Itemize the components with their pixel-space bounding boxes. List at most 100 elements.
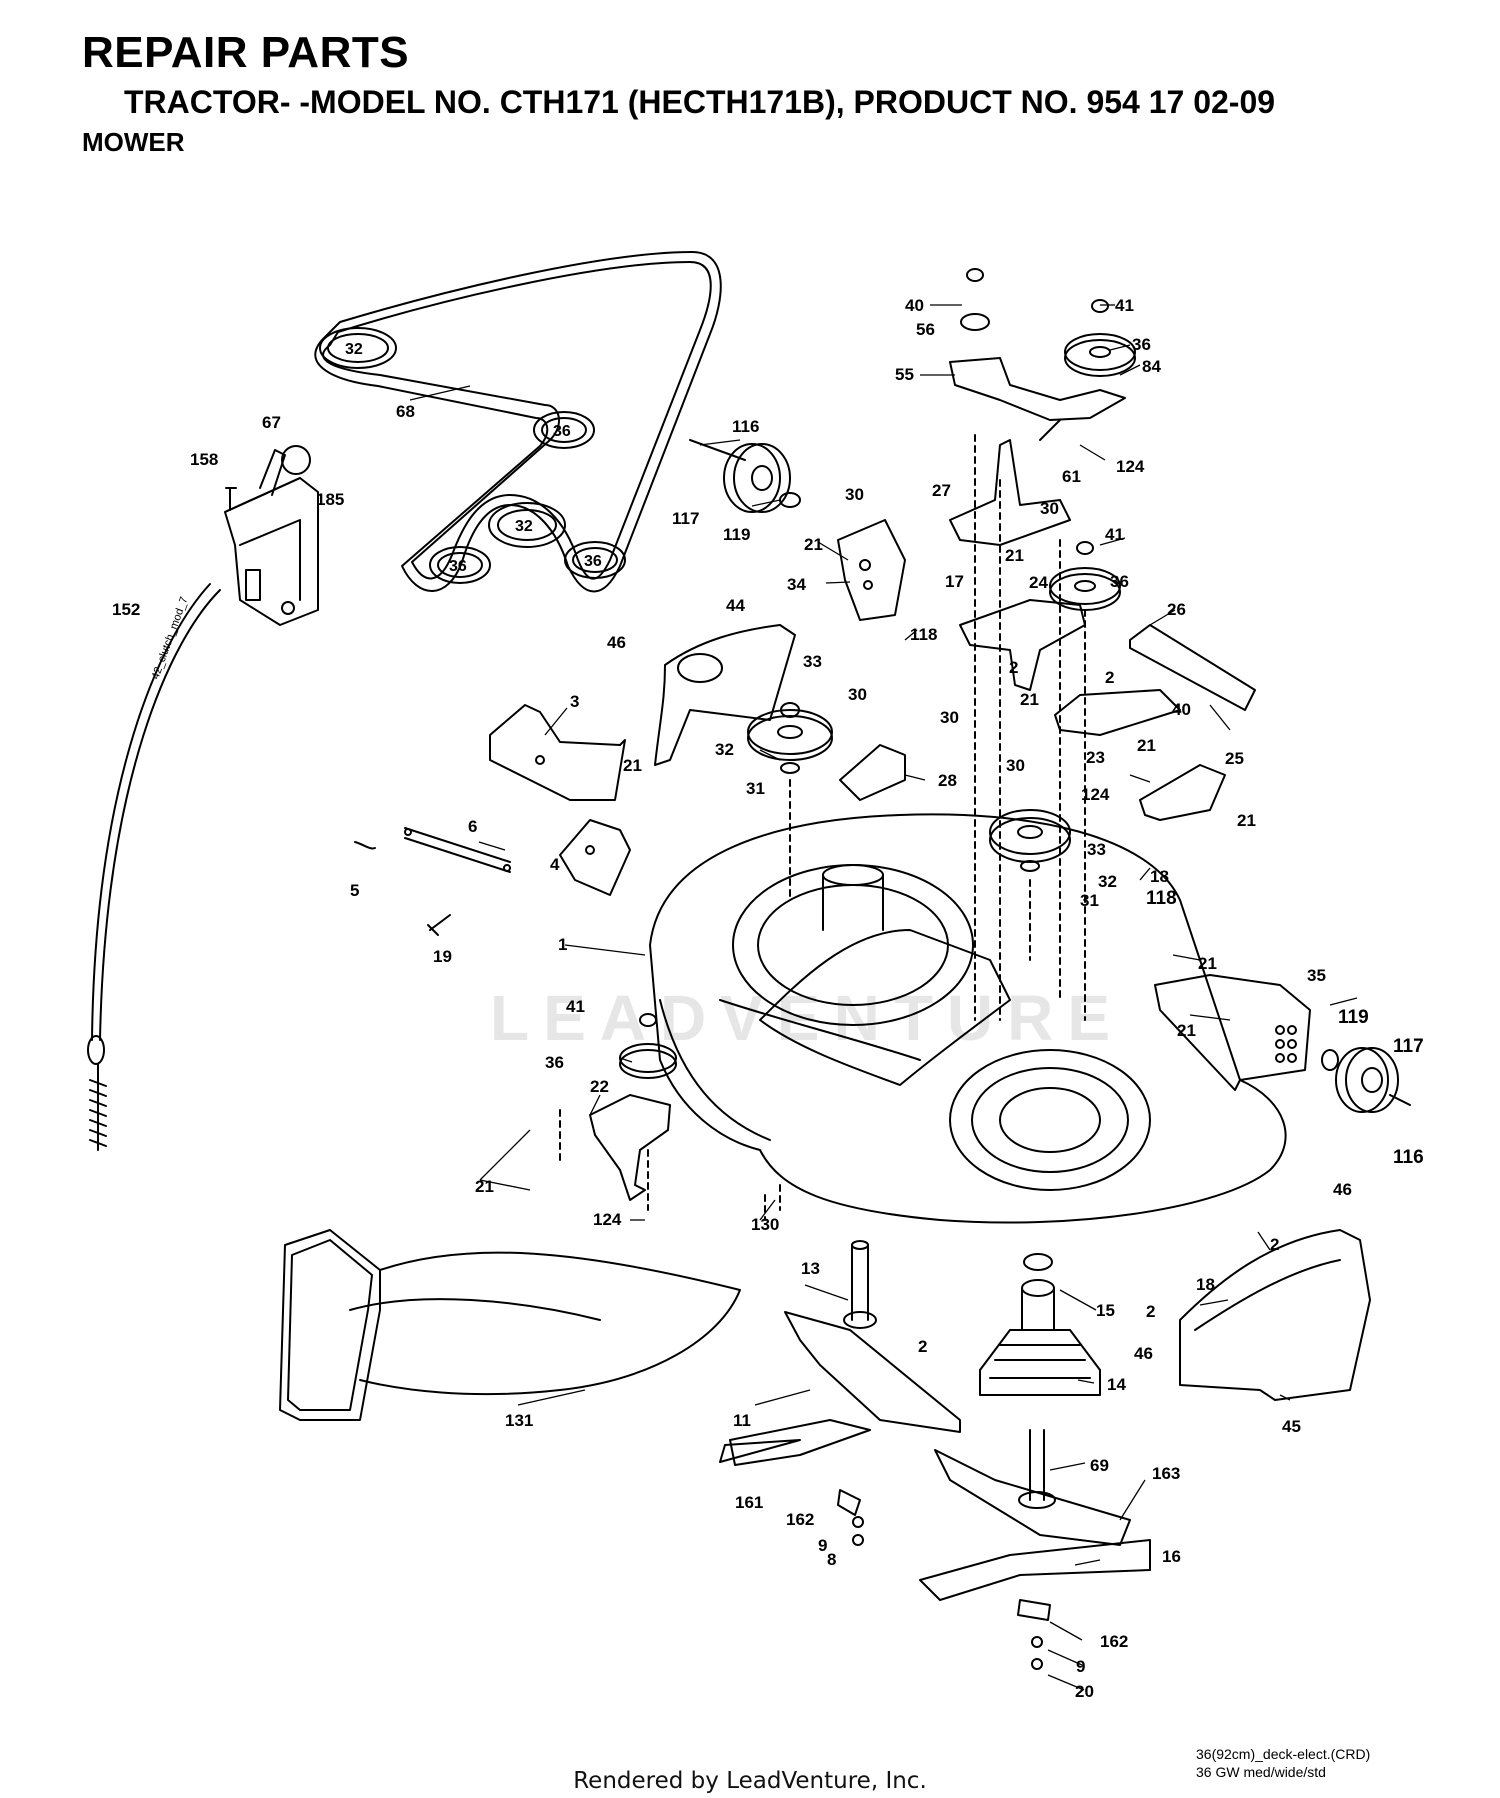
model-line: TRACTOR- -MODEL NO. CTH171 (HECTH171B), … [124, 84, 1276, 120]
clip-5 [354, 841, 376, 850]
pulley-36-top-right [1064, 333, 1136, 377]
spring-61 [1039, 419, 1061, 441]
ball-knob-67 [281, 445, 311, 475]
drawing-ref-line-1: 36(92cm)_deck-elect.(CRD) [1196, 1746, 1371, 1762]
callout: 31 [746, 779, 765, 798]
belt-pulley-labels: 32 36 32 36 36 [345, 341, 602, 575]
bracket-3 [489, 704, 626, 801]
callout: 13 [801, 1259, 820, 1278]
callout: 33 [803, 652, 822, 671]
belt-pulley-36-mid [533, 411, 595, 449]
callout: 30 [1040, 499, 1059, 518]
callout: 61 [1062, 467, 1081, 486]
callout: 25 [1225, 749, 1244, 768]
callout: 84 [1142, 357, 1161, 376]
callout: 4 [550, 855, 560, 874]
bolt-20 [1031, 1658, 1043, 1670]
shield-44 [654, 624, 796, 766]
drawing-reference: 36(92cm)_deck-elect.(CRD) 36 GW med/wide… [1196, 1745, 1370, 1781]
drawing-ref-line-2: 36 GW med/wide/std [1196, 1764, 1326, 1780]
callout: 40 [905, 296, 924, 315]
callout: 33 [1087, 840, 1106, 859]
callout: 46 [1333, 1180, 1352, 1199]
callout: 5 [350, 881, 359, 900]
callout: 1 [558, 935, 567, 954]
bearing-15 [1023, 1253, 1053, 1271]
page-title: REPAIR PARTS [82, 28, 410, 77]
callout: 116 [732, 417, 759, 436]
callout: 30 [845, 485, 864, 504]
callout: 21 [1177, 1021, 1196, 1040]
callout: 68 [396, 402, 415, 421]
belt-pulley-32-upper [319, 327, 397, 369]
bracket-26 [1129, 624, 1256, 711]
bracket-22 [589, 1094, 671, 1201]
callout: 27 [932, 481, 951, 500]
washer-31-right [1020, 860, 1040, 872]
callout: 2 [1146, 1302, 1155, 1321]
discharge-chute-131 [279, 1229, 741, 1421]
washer-31-left [780, 762, 800, 774]
blade-16 [919, 1539, 1151, 1601]
callout: 46 [607, 633, 626, 652]
axis-lines-front [559, 1109, 781, 1221]
callout: 131 [505, 1411, 533, 1430]
callout: 21 [623, 756, 642, 775]
gauge-wheel-117-left [689, 439, 791, 513]
callout: 124 [1081, 785, 1110, 804]
callout: 152 [112, 600, 140, 619]
bolt-19 [427, 914, 451, 936]
callout: 21 [804, 535, 823, 554]
callout: 9 [818, 1536, 827, 1555]
pulley-label: 36 [449, 558, 467, 575]
callout: 2 [1105, 668, 1114, 687]
callout: 46 [1134, 1344, 1153, 1363]
callout: 36 [1110, 572, 1129, 591]
callout: 22 [590, 1077, 609, 1096]
belt-shield-45 [1179, 1229, 1371, 1401]
callout: 14 [1107, 1375, 1126, 1394]
wheel-bracket-35 [1154, 974, 1311, 1091]
washer-9-right [1031, 1636, 1043, 1648]
callout: 21 [1005, 546, 1024, 565]
callout: 21 [1137, 736, 1156, 755]
nut-40-top [966, 268, 984, 282]
callout: 40 [1172, 700, 1191, 719]
callout: 119 [723, 525, 750, 544]
callout: 28 [938, 771, 957, 790]
pulley-label: 32 [515, 518, 533, 535]
callout: 32 [715, 740, 734, 759]
callout: 162 [786, 1510, 814, 1529]
nut-33-left [780, 702, 800, 718]
blade-163 [934, 1449, 1131, 1546]
callout: 19 [433, 947, 452, 966]
section-title: MOWER [82, 127, 185, 157]
washer-9-left [852, 1516, 864, 1528]
spindle-shaft-13 [843, 1240, 877, 1329]
pulley-label: 36 [553, 423, 571, 440]
callout: 11 [733, 1411, 751, 1430]
clutch-bracket [224, 449, 319, 626]
callout: 15 [1096, 1301, 1115, 1320]
callout: 21 [1020, 690, 1039, 709]
callout: 55 [895, 365, 914, 384]
callout: 31 [1080, 891, 1099, 910]
bracket-28 [839, 744, 906, 801]
callout: 30 [940, 708, 959, 727]
callout: 35 [1307, 966, 1326, 985]
mower-deck-1 [649, 813, 1287, 1224]
nut-41-top [1091, 299, 1109, 313]
callout: 44 [726, 596, 745, 615]
blade-adapter-162-right [1017, 1599, 1051, 1621]
idler-arm-24 [959, 599, 1086, 691]
screw-158 [225, 487, 237, 511]
callout: 21 [1237, 811, 1256, 830]
callout: 119 [1338, 1007, 1369, 1028]
pulley-label: 36 [584, 553, 602, 570]
belt-pulley-32-center [488, 502, 566, 548]
nut-41-mid [1076, 541, 1094, 555]
callout: 36 [1132, 335, 1151, 354]
drive-belt [314, 251, 722, 593]
page-header: REPAIR PARTS TRACTOR- -MODEL NO. CTH171 … [0, 0, 1500, 170]
